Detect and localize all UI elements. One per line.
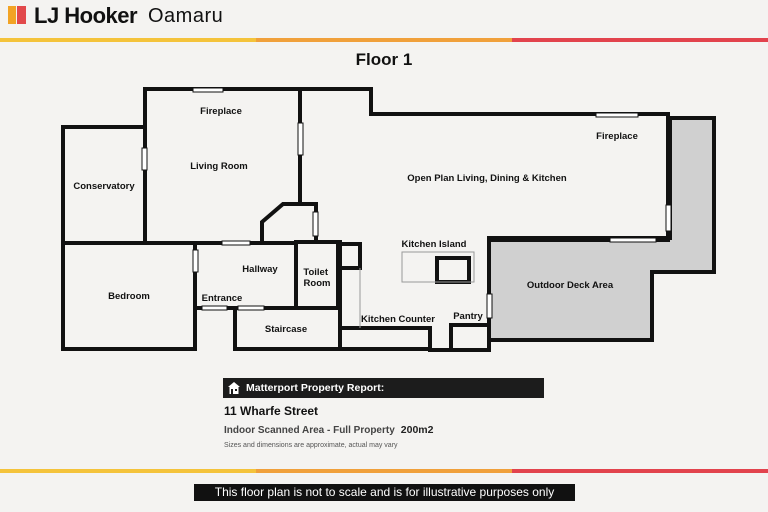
label-conservatory: Conservatory <box>73 181 135 192</box>
window-staircase <box>237 305 265 311</box>
window-living <box>297 122 304 156</box>
island-outline <box>401 251 475 283</box>
label-toilet-room-text: Toilet <box>303 267 328 278</box>
top-stripe <box>0 38 768 42</box>
label-living-room: Living Room <box>190 161 248 172</box>
lj-hooker-logo-icon <box>8 6 26 24</box>
label-kitchen-island: Kitchen Island <box>402 239 467 250</box>
label-pantry: Pantry <box>453 311 483 322</box>
floor-title: Floor 1 <box>355 50 413 69</box>
label-open-plan: Open Plan Living, Dining & Kitchen <box>407 173 567 184</box>
scanned-area: Indoor Scanned Area - Full Property 200m2 <box>224 424 433 436</box>
office-name: Oamaru <box>148 5 224 27</box>
label-fireplace-right: Fireplace <box>596 131 638 142</box>
window-conservatory <box>141 147 148 171</box>
disclaimer: This floor plan is not to scale and is f… <box>194 484 575 501</box>
approximation-note: Sizes and dimensions are approximate, ac… <box>224 442 398 449</box>
window-pantry-deck <box>486 293 493 319</box>
outdoor-deck-area <box>487 116 716 342</box>
window-bedroom <box>192 249 199 273</box>
label-staircase: Staircase <box>265 324 307 335</box>
kitchen-island-box <box>435 256 471 284</box>
kitchen-counter-wall <box>338 328 430 351</box>
area-value: 200m2 <box>400 424 434 436</box>
brand-name: LJ Hooker <box>34 3 138 28</box>
bottom-stripe <box>0 469 768 473</box>
label-fireplace-left: Fireplace <box>200 106 242 117</box>
header: LJ Hooker Oamaru <box>0 0 768 38</box>
label-bedroom: Bedroom <box>108 291 150 302</box>
cupboard-wall <box>338 242 362 270</box>
window-deck <box>609 237 657 243</box>
report-heading-bar: Matterport Property Report: <box>223 378 544 398</box>
window-hallway <box>221 240 251 246</box>
label-toilet-room: Toilet Room <box>303 267 330 289</box>
label-toilet-room-text-2: Room <box>304 278 331 289</box>
entrance-door <box>201 305 228 311</box>
label-hallway: Hallway <box>242 264 278 275</box>
label-outdoor-deck: Outdoor Deck Area <box>527 280 614 291</box>
label-entrance: Entrance <box>202 293 243 304</box>
pantry-wall <box>449 323 491 352</box>
label-kitchen-counter: Kitchen Counter <box>361 314 435 325</box>
window-open-plan-right <box>665 204 672 232</box>
fireplace-right-mark <box>595 112 639 118</box>
house-icon <box>228 382 240 394</box>
window-open-plan <box>312 211 319 237</box>
area-label: Indoor Scanned Area - Full Property <box>224 425 395 436</box>
fireplace-left-mark <box>192 87 224 93</box>
report-heading: Matterport Property Report: <box>246 382 385 394</box>
property-address: 11 Wharfe Street <box>224 404 319 418</box>
